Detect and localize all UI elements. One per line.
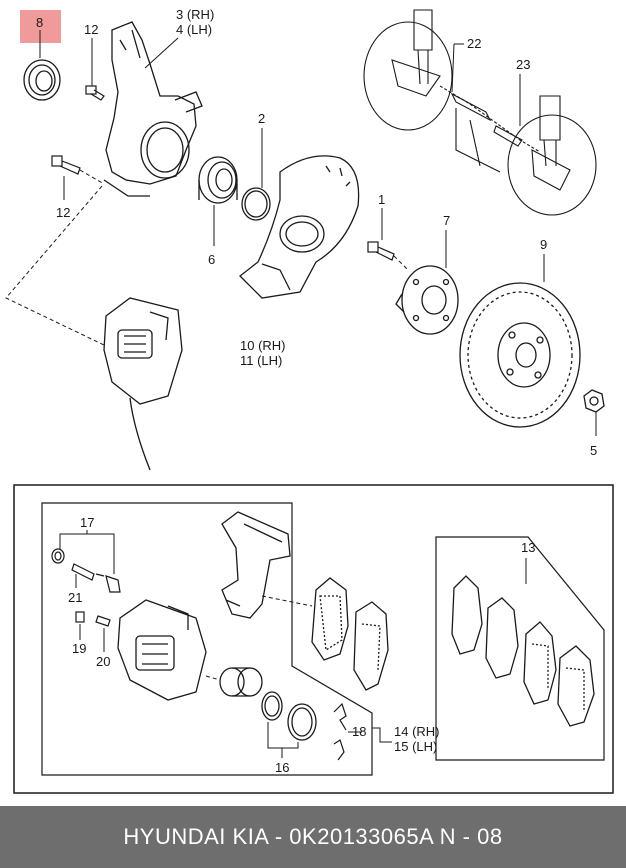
callout-3-rh[interactable]: 3 (RH) bbox=[176, 7, 214, 22]
exploded-parts-diagram: 8 12 3 (RH) 4 (LH) 12 6 2 bbox=[5, 7, 614, 794]
callout-12-top[interactable]: 12 bbox=[84, 22, 98, 37]
caliper-kit-inner-frame bbox=[41, 502, 373, 776]
footer-part-number: HYUNDAI KIA - 0K20133065A N - 08 bbox=[123, 824, 503, 849]
inset-suspension-diagram bbox=[363, 9, 597, 216]
bleeder-screw-part-20[interactable] bbox=[95, 615, 111, 627]
bolt-part-1[interactable] bbox=[367, 241, 395, 261]
callout-13[interactable]: 13 bbox=[521, 540, 535, 555]
callout-22[interactable]: 22 bbox=[467, 36, 481, 51]
callout-8[interactable]: 8 bbox=[36, 15, 43, 30]
snap-ring-part-2[interactable] bbox=[241, 187, 271, 221]
footer-bar: HYUNDAI KIA - 0K20133065A N - 08 bbox=[0, 806, 626, 868]
callout-5[interactable]: 5 bbox=[590, 443, 597, 458]
callout-10-rh[interactable]: 10 (RH) bbox=[240, 338, 286, 353]
callout-9[interactable]: 9 bbox=[540, 237, 547, 252]
caliper-bracket[interactable] bbox=[221, 511, 291, 619]
hub-nut-part-5[interactable] bbox=[583, 389, 605, 413]
callout-1[interactable]: 1 bbox=[378, 192, 385, 207]
guide-pin-boot-2[interactable] bbox=[105, 575, 121, 593]
brake-pad-outer[interactable] bbox=[353, 601, 389, 691]
brake-disc-part-9[interactable] bbox=[459, 282, 581, 428]
callout-4-lh[interactable]: 4 (LH) bbox=[176, 22, 212, 37]
callout-16[interactable]: 16 bbox=[275, 760, 289, 775]
dashed-guide-line bbox=[5, 185, 107, 347]
pad-clip-part-18[interactable] bbox=[333, 702, 347, 761]
seal-part-8[interactable] bbox=[23, 59, 61, 101]
pad-set-frame bbox=[435, 536, 605, 761]
bolt-part-12-lower[interactable] bbox=[51, 155, 81, 175]
callout-23[interactable]: 23 bbox=[516, 57, 530, 72]
piston-seal-part-16[interactable] bbox=[261, 691, 317, 741]
bleeder-cap-part-19[interactable] bbox=[75, 611, 85, 623]
steering-knuckle-part-3-4[interactable] bbox=[103, 21, 203, 197]
callout-17[interactable]: 17 bbox=[80, 515, 94, 530]
caliper-body[interactable] bbox=[117, 599, 207, 701]
callout-21[interactable]: 21 bbox=[68, 590, 82, 605]
callout-12-lower[interactable]: 12 bbox=[56, 205, 70, 220]
bolt-part-12-top[interactable] bbox=[85, 85, 105, 101]
callout-14-rh[interactable]: 14 (RH) bbox=[394, 724, 440, 739]
guide-pin-part-21[interactable] bbox=[71, 563, 105, 581]
wheel-bearing-part-6[interactable] bbox=[198, 156, 238, 204]
guide-pin-boot[interactable] bbox=[51, 548, 65, 564]
caliper-assembly[interactable] bbox=[103, 297, 183, 471]
callout-19[interactable]: 19 bbox=[72, 641, 86, 656]
callout-2[interactable]: 2 bbox=[258, 111, 265, 126]
callout-15-lh[interactable]: 15 (LH) bbox=[394, 739, 437, 754]
wheel-hub-part-7[interactable] bbox=[395, 265, 459, 335]
brake-kit-detail-frame bbox=[13, 484, 614, 794]
callout-11-lh[interactable]: 11 (LH) bbox=[240, 353, 282, 368]
brake-pad-inner[interactable] bbox=[311, 577, 349, 661]
callout-6[interactable]: 6 bbox=[208, 252, 215, 267]
callout-20[interactable]: 20 bbox=[96, 654, 110, 669]
dust-shield-part-10-11[interactable] bbox=[239, 155, 360, 299]
callout-18[interactable]: 18 bbox=[352, 724, 366, 739]
pad-set-part-13[interactable] bbox=[451, 575, 595, 727]
caliper-piston[interactable] bbox=[219, 667, 263, 697]
callout-7[interactable]: 7 bbox=[443, 213, 450, 228]
